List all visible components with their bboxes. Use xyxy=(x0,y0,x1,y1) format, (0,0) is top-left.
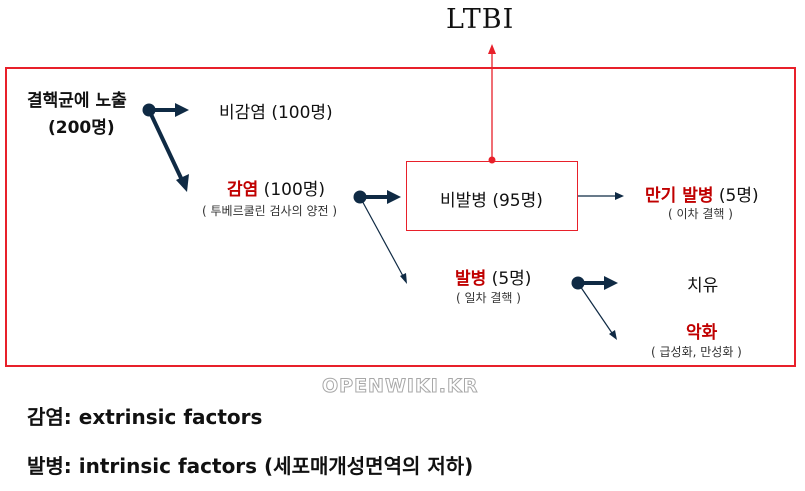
late-disease-label: 만기 발병 (5명) xyxy=(645,181,759,206)
ltbi-arrowhead xyxy=(488,44,496,54)
ltbi-dot xyxy=(488,156,496,164)
arrow-to-infected xyxy=(147,109,183,179)
diagram-frame xyxy=(5,67,796,367)
arrow-to-infected-head xyxy=(176,174,189,192)
late-disease-term: 만기 발병 xyxy=(645,186,714,206)
exposure-label: 결핵균에 노출 xyxy=(27,91,127,111)
arrow-to-worsen xyxy=(577,282,613,334)
arrow-to-cure-head xyxy=(604,276,618,290)
footer-infection: 감염: extrinsic factors xyxy=(27,405,263,429)
worsen-label: 악화 xyxy=(686,323,718,343)
early-disease-note: ( 일차 결핵 ) xyxy=(456,291,521,305)
arrow-to-late-disease-head xyxy=(615,192,624,200)
arrow-to-nondisease-head xyxy=(387,190,401,204)
arrow-to-worsen-head xyxy=(609,330,617,340)
early-disease-label: 발병 (5명) xyxy=(455,264,531,289)
infected-term: 감염 xyxy=(227,180,259,200)
infected-label: 감염 (100명) xyxy=(227,175,325,200)
nondisease-label: 비발병 (95명) xyxy=(440,191,543,211)
arrow-to-uninfected-head xyxy=(175,103,189,117)
arrow-to-early-disease xyxy=(359,196,404,277)
late-disease-note: ( 이차 결핵 ) xyxy=(668,207,733,221)
arrow-to-early-disease-head xyxy=(400,273,407,284)
late-disease-count: (5명) xyxy=(713,186,759,206)
early-disease-count: (5명) xyxy=(486,269,532,289)
early-disease-term: 발병 xyxy=(455,269,487,289)
worsen-note: ( 급성화, 만성화 ) xyxy=(651,345,742,359)
watermark: OPENWIKI.KR xyxy=(321,375,479,398)
infected-count: (100명) xyxy=(258,180,326,200)
uninfected-label: 비감염 (100명) xyxy=(219,103,333,123)
footer-disease: 발병: intrinsic factors (세포매개성면역의 저하) xyxy=(27,454,474,478)
ltbi-title: LTBI xyxy=(446,4,515,35)
cure-label: 치유 xyxy=(687,276,719,296)
infected-note: ( 투베르쿨린 검사의 양전 ) xyxy=(202,204,338,218)
exposure-count: (200명) xyxy=(48,118,115,138)
